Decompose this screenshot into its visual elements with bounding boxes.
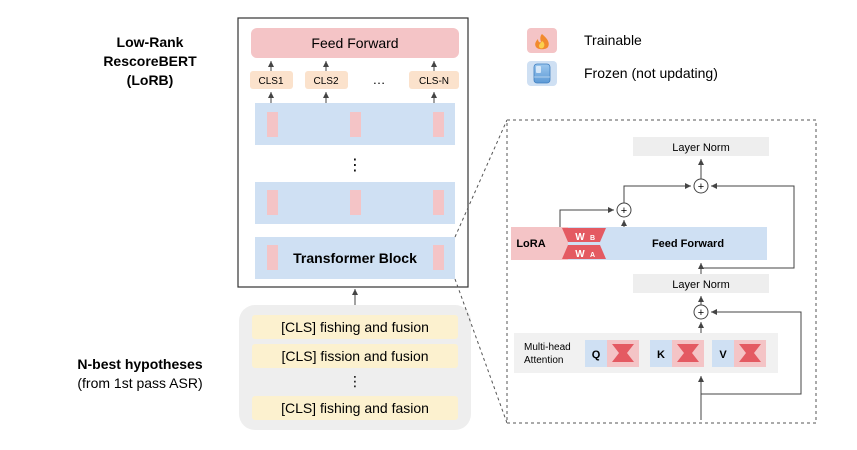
attention-v: V bbox=[712, 340, 766, 367]
layer-vertical-ellipsis: ⋮ bbox=[347, 157, 363, 174]
attention-q: Q bbox=[585, 340, 639, 367]
cls-token-row: CLS1 CLS2 … CLS-N bbox=[250, 71, 459, 89]
q-label: Q bbox=[592, 349, 601, 361]
residual-add-top-symbol: + bbox=[698, 181, 704, 193]
lora-add-symbol: + bbox=[621, 205, 627, 217]
legend: Trainable Frozen (not updating) bbox=[527, 28, 718, 86]
detail-panel bbox=[506, 119, 817, 424]
legend-trainable-label: Trainable bbox=[584, 32, 642, 48]
lora-wb-matrix: W B bbox=[562, 228, 606, 243]
nbest-label-line-1: N-best hypotheses bbox=[77, 356, 202, 372]
model-title: Low-Rank RescoreBERT (LoRB) bbox=[103, 34, 197, 88]
wb-label: W bbox=[575, 232, 585, 243]
layer-norm-top-label: Layer Norm bbox=[672, 142, 729, 154]
nbest-label: N-best hypotheses (from 1st pass ASR) bbox=[77, 356, 202, 391]
hypothesis-3 bbox=[252, 396, 458, 420]
legend-frozen-label: Frozen (not updating) bbox=[584, 65, 718, 81]
mha-label-line-1: Multi-head bbox=[524, 342, 571, 353]
hypothesis-2-text: [CLS] fission and fusion bbox=[281, 348, 428, 364]
hypothesis-1-text: [CLS] fishing and fusion bbox=[281, 319, 429, 335]
hypothesis-1 bbox=[252, 315, 458, 339]
hypothesis-ellipsis: ⋮ bbox=[348, 373, 362, 389]
main-feed-forward-block bbox=[251, 28, 459, 58]
title-line-1: Low-Rank bbox=[117, 34, 184, 50]
transformer-block: Transformer Block bbox=[255, 237, 455, 279]
cls-to-ff-arrows bbox=[268, 61, 437, 71]
lora-wa-matrix: W A bbox=[562, 245, 606, 260]
cls-token-2 bbox=[305, 71, 348, 89]
ice-cube-icon bbox=[533, 63, 551, 84]
transformer-block-label: Transformer Block bbox=[293, 250, 417, 266]
main-feed-forward-label: Feed Forward bbox=[311, 35, 398, 51]
hypothesis-3-text: [CLS] fishing and fasion bbox=[281, 400, 429, 416]
lora-label: LoRA bbox=[516, 238, 545, 250]
residual-add-bottom-symbol: + bbox=[698, 307, 704, 319]
attention-k: K bbox=[650, 340, 704, 367]
detail-connections bbox=[559, 183, 802, 420]
cls-token-n bbox=[409, 71, 459, 89]
lora-block bbox=[511, 227, 568, 260]
nbest-label-line-2: (from 1st pass ASR) bbox=[77, 375, 202, 391]
block-to-cls-arrows bbox=[268, 92, 437, 103]
cls-token-1-label: CLS1 bbox=[258, 76, 283, 87]
detail-feed-forward-label: Feed Forward bbox=[652, 238, 724, 250]
transformer-layer-top bbox=[255, 103, 455, 145]
layer-norm-mid-label: Layer Norm bbox=[672, 279, 729, 291]
title-line-2: RescoreBERT bbox=[103, 53, 197, 69]
cls-token-1 bbox=[250, 71, 293, 89]
title-line-3: (LoRB) bbox=[127, 72, 174, 88]
cls-token-2-label: CLS2 bbox=[313, 76, 338, 87]
cls-token-ellipsis: … bbox=[373, 72, 386, 87]
mha-label-line-2: Attention bbox=[524, 355, 563, 366]
wa-label: W bbox=[575, 249, 585, 260]
zoom-connector-lines bbox=[454, 119, 508, 424]
v-label: V bbox=[719, 349, 727, 361]
layer-norm-mid bbox=[633, 274, 769, 293]
wa-subscript: A bbox=[590, 252, 595, 259]
transformer-layer-middle bbox=[255, 182, 455, 224]
layer-norm-top bbox=[633, 137, 769, 156]
hypothesis-2 bbox=[252, 344, 458, 368]
k-label: K bbox=[657, 349, 665, 361]
fire-icon bbox=[535, 34, 549, 50]
cls-token-n-label: CLS-N bbox=[419, 76, 449, 87]
wb-subscript: B bbox=[590, 235, 595, 242]
